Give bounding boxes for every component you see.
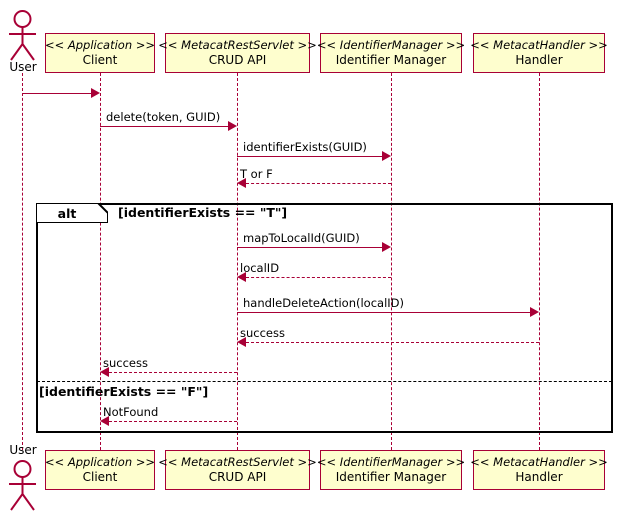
message-label-5: localID [240,261,280,275]
message-line-3 [246,183,391,184]
participant-handler-top[interactable]: << MetacatHandler >> Handler [470,33,608,73]
message-arrowhead-7 [237,337,246,347]
message-label-3: T or F [240,167,273,181]
message-label-8: success [103,356,148,370]
participant-crud-api-top[interactable]: << MetacatRestServlet >> CRUD API [158,33,317,73]
participant-stereotype: << IdentifierManager >> [316,455,466,470]
alt-operator-label: alt [57,206,77,221]
participant-stereotype: << MetacatRestServlet >> [158,38,317,53]
participant-name: CRUD API [208,469,267,484]
lifeline-handler [539,73,540,450]
message-label-2: identifierExists(GUID) [243,140,367,154]
message-arrowhead-3 [237,178,246,188]
participant-name: Client [82,469,118,484]
message-label-9: NotFound [103,405,159,419]
participant-name: Handler [515,52,563,67]
lifeline-user [22,73,23,450]
participant-stereotype: << MetacatRestServlet >> [158,455,317,470]
message-line-5 [246,277,391,278]
message-label-1: delete(token, GUID) [106,110,221,124]
message-line-0 [22,93,91,94]
message-arrowhead-8 [100,367,109,377]
message-line-9 [109,421,237,422]
participant-name: Identifier Manager [335,469,447,484]
message-line-7 [246,342,539,343]
message-arrowhead-0 [91,88,100,98]
message-label-7: success [240,326,285,340]
actor-user-bottom-label: User [9,443,37,457]
participant-stereotype: << MetacatHandler >> [470,38,608,53]
participant-stereotype: << Application >> [44,38,156,53]
participant-name: Handler [515,469,563,484]
participant-stereotype: << IdentifierManager >> [316,38,466,53]
alt-guard-2: [identifierExists == "F"] [39,384,209,399]
message-arrowhead-9 [100,416,109,426]
alt-fragment-frame [36,203,613,433]
actor-user-top-label: User [9,60,37,74]
message-arrowhead-5 [237,272,246,282]
message-arrowhead-4 [382,242,391,252]
message-arrowhead-1 [228,121,237,131]
participant-client-top[interactable]: << Application >> Client [45,33,155,73]
participant-crud-api-bottom[interactable]: << MetacatRestServlet >> CRUD API [158,450,317,490]
message-label-6: handleDeleteAction(localID) [243,296,405,310]
lifeline-identifier-manager [391,73,392,450]
message-line-4 [237,247,382,248]
participant-identifier-manager-bottom[interactable]: << IdentifierManager >> Identifier Manag… [316,450,466,490]
alt-branch-divider [37,381,612,382]
alt-guard-1: [identifierExists == "T"] [118,205,288,220]
message-arrowhead-2 [382,151,391,161]
lifeline-client [100,73,101,450]
actor-user-bottom [5,460,41,512]
message-line-8 [109,372,237,373]
participant-stereotype: << Application >> [44,455,156,470]
participant-name: CRUD API [208,52,267,67]
participant-name: Client [82,52,118,67]
participant-stereotype: << MetacatHandler >> [470,455,608,470]
lifeline-crud-api [237,73,238,450]
message-line-1 [100,126,228,127]
participant-handler-bottom[interactable]: << MetacatHandler >> Handler [470,450,608,490]
message-line-2 [237,156,382,157]
participant-identifier-manager-top[interactable]: << IdentifierManager >> Identifier Manag… [316,33,466,73]
participant-name: Identifier Manager [335,52,447,67]
participant-client-bottom[interactable]: << Application >> Client [45,450,155,490]
message-label-4: mapToLocalId(GUID) [243,231,360,245]
actor-user-top [5,10,41,62]
message-arrowhead-6 [530,307,539,317]
message-line-6 [237,312,530,313]
